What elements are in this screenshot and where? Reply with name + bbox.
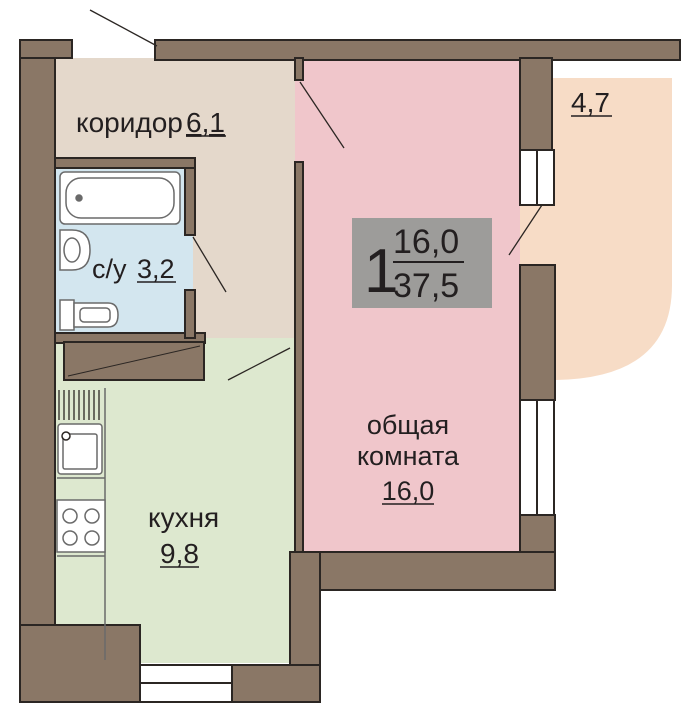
kitchen-drainboard [58,390,100,420]
stove-icon [56,499,106,553]
wall-bath-right-lower [184,289,196,339]
living-label-line1: общая [367,410,449,440]
bathroom-area: 3,2 [137,254,175,284]
living-door [299,81,345,149]
summary-rooms-count: 1 [364,237,398,306]
wall-bottom-left [19,624,141,703]
balcony-floor [545,78,672,380]
wall-bath-right [184,159,196,236]
wall-bath-top [54,157,196,169]
entrance-door [89,9,158,47]
kitchen-area: 9,8 [160,538,199,569]
balcony-area: 4,7 [571,87,610,118]
wall-bottom-right [231,664,321,703]
kitchen-door [227,347,291,381]
balcony-door-area [520,205,555,265]
corridor-area: 6,1 [186,107,225,138]
wall-partition-living [294,161,304,553]
bathroom-label: с/у [92,254,127,284]
summary-living-area: 16,0 [393,223,459,261]
wall-top-left-stub [19,39,73,59]
wall-top [154,39,681,61]
living-area: 16,0 [382,476,435,506]
summary-total-area: 37,5 [393,267,459,305]
wall-outer-left [19,39,56,666]
corridor-floor [55,58,295,158]
bathtub-icon [59,171,181,225]
balcony-door [508,204,543,256]
door-swings [89,9,543,381]
walls [19,39,681,703]
windows [139,149,555,703]
living-label-line2: комната [357,441,460,471]
corridor-label: коридор [76,107,183,138]
wall-living-bottom [289,551,556,591]
corridor-floor-lower [193,158,295,338]
kitchen-label: кухня [148,502,219,533]
wall-partition-top [294,57,304,81]
sink-icon [59,229,91,271]
wall-right-top [519,57,553,151]
toilet-icon [59,299,119,331]
wall-right-mid [519,264,556,401]
cabinet-diagonal [67,345,201,377]
bathroom-door [192,236,227,293]
kitchen-sink-icon [57,423,103,475]
